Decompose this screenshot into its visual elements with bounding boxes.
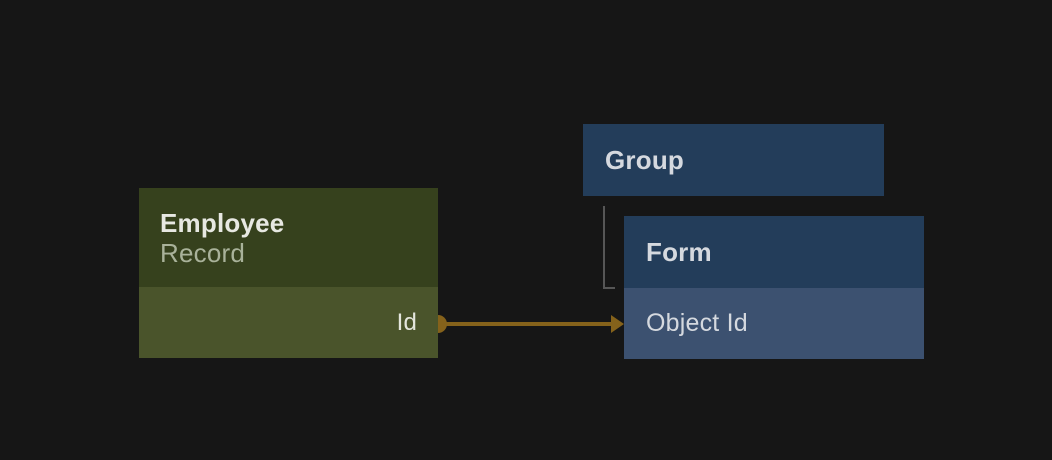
node-employee-subtitle: Record [160,237,246,268]
field-label: Object Id [646,309,748,337]
edge-arrowhead-icon [611,315,624,333]
node-group[interactable]: Group [583,124,884,196]
node-form-title: Form [646,237,712,267]
node-employee-header[interactable]: Employee Record [139,188,438,287]
node-employee-field-id[interactable]: Id [139,287,438,358]
field-label: Id [396,308,417,336]
node-employee[interactable]: Employee Record Id [139,188,438,358]
node-group-title: Group [605,145,684,175]
node-group-header[interactable]: Group [583,124,884,196]
node-form-field-object-id[interactable]: Object Id [624,288,924,359]
node-form[interactable]: Form Object Id [624,216,924,359]
node-employee-title: Employee [160,207,285,238]
node-form-header[interactable]: Form [624,216,924,288]
edge-group-form[interactable] [603,206,615,289]
